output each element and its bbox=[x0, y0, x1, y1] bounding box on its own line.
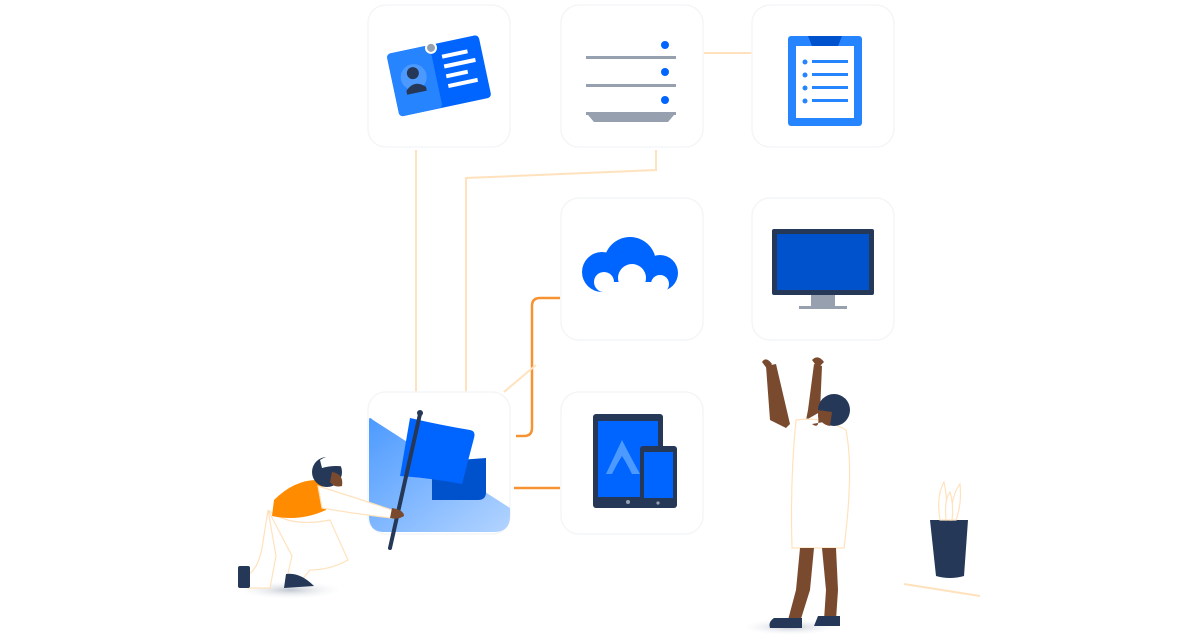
tablet-phone-icon bbox=[593, 414, 677, 508]
connector-flag-cloud-soft bbox=[503, 364, 537, 393]
id-card-icon bbox=[387, 35, 491, 117]
cloud-icon bbox=[582, 237, 678, 294]
person-crouching bbox=[238, 455, 404, 599]
flag-icon bbox=[369, 410, 510, 550]
monitor-icon bbox=[772, 229, 874, 309]
connector-flag-cloud bbox=[516, 296, 560, 438]
tile-server bbox=[560, 4, 704, 148]
connector-lines bbox=[415, 52, 752, 490]
clipboard-icon bbox=[788, 36, 862, 126]
server-rack-icon bbox=[586, 41, 676, 122]
person-reaching bbox=[742, 357, 851, 635]
plant-pot bbox=[903, 480, 981, 597]
connector-server-flag bbox=[465, 150, 657, 392]
